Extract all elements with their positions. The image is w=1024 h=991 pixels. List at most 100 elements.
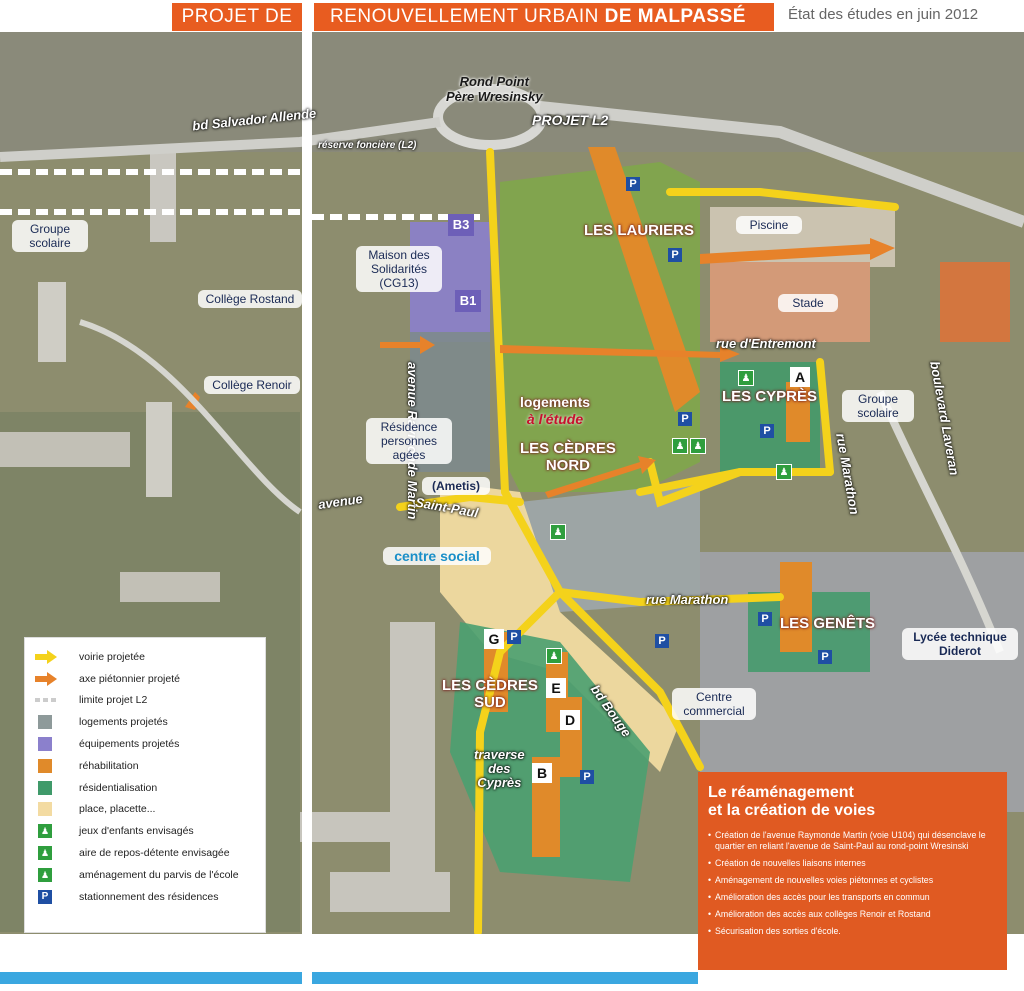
maison-solidarites-label: Maison des Solidarités (CG13) xyxy=(356,246,442,292)
parking-icon: P xyxy=(678,412,692,426)
lycee-label: Lycée technique Diderot xyxy=(902,628,1018,660)
railway-road xyxy=(539,101,1024,228)
bd-allende-road xyxy=(0,117,441,162)
college-renoir-label: Collège Renoir xyxy=(204,376,300,394)
legend-label: axe piétonnier projeté xyxy=(79,672,180,685)
traverse-line1: traverse xyxy=(474,747,525,762)
info-list: Création de l'avenue Raymonde Martin (vo… xyxy=(708,830,997,937)
orange-square-icon xyxy=(38,758,52,773)
playground-icon: ♟ xyxy=(38,824,52,839)
parking-icon: P xyxy=(38,889,52,904)
traverse-label: traverse des Cyprès xyxy=(474,748,525,790)
road-raymonde xyxy=(486,148,704,771)
info-bullet: Création de nouvelles liaisons internes xyxy=(708,858,997,869)
title-normal: RENOUVELLEMENT URBAIN xyxy=(330,6,605,27)
rond-point-label: Rond Point Père Wresinsky xyxy=(446,74,543,104)
building-d-letter: D xyxy=(560,710,580,730)
centre-social-label: centre social xyxy=(383,547,491,565)
legend-item: réhabilitation xyxy=(35,755,255,777)
building-g-letter: G xyxy=(484,629,504,649)
legend: voirie projetée axe piétonnier projeté l… xyxy=(24,637,266,933)
college-rostand-label: Collège Rostand xyxy=(198,290,302,308)
rest-area-icon: ♟ xyxy=(38,846,52,861)
zone-cypres: LES CYPRÈS xyxy=(722,388,818,405)
road-traverse xyxy=(474,588,564,934)
b3-badge: B3 xyxy=(448,214,474,236)
school-forecourt-icon: ♟ xyxy=(776,464,792,480)
legend-label: jeux d'enfants envisagés xyxy=(79,825,194,838)
legend-label: aire de repos-détente envisagée xyxy=(79,847,230,860)
a-etude-line: à l'étude xyxy=(526,411,584,427)
road-loop xyxy=(646,458,744,508)
info-title-line2: et la création de voies xyxy=(708,802,876,819)
residence-label: Résidence personnes agées xyxy=(366,418,452,464)
title-part-1: PROJET DE xyxy=(172,3,302,31)
projet-l2-label: PROJET L2 xyxy=(532,112,609,128)
legend-label: limite projet L2 xyxy=(79,694,148,707)
ametis-label: (Ametis) xyxy=(422,477,490,495)
aerial-building xyxy=(38,282,66,362)
yellow-arrow-icon xyxy=(35,649,57,664)
zone-cedres-sud: LES CÈDRES SUD xyxy=(442,677,538,711)
project-map: Rond Point Père Wresinsky PROJET L2 bd S… xyxy=(0,32,1024,934)
rond-point-line1: Rond Point xyxy=(459,74,529,89)
title-part-2: RENOUVELLEMENT URBAIN DE MALPASSÉ xyxy=(314,3,774,31)
parking-icon: P xyxy=(668,248,682,262)
aerial-building xyxy=(940,262,1010,342)
legend-label: stationnement des résidences xyxy=(79,890,219,903)
building-d xyxy=(560,697,582,777)
legend-item: résidentialisation xyxy=(35,777,255,799)
rue-marathon-horizontal-label: rue Marathon xyxy=(646,592,729,607)
zone-cedres-sud-line1: LES CÈDRES xyxy=(442,677,538,694)
road-entremont-end xyxy=(816,358,834,476)
purple-square-icon xyxy=(38,737,52,752)
projected-roads xyxy=(396,148,899,934)
zone-cedres-nord: LES CÈDRES NORD xyxy=(520,440,616,474)
groupe-scolaire-left-label: Groupe scolaire xyxy=(12,220,88,252)
legend-label: résidentialisation xyxy=(79,781,158,794)
parking-icon: P xyxy=(760,424,774,438)
legend-item: axe piétonnier projeté xyxy=(35,668,255,690)
legend-item: ♟ jeux d'enfants envisagés xyxy=(35,820,255,842)
road-marathon-south xyxy=(556,588,784,607)
housing-zone xyxy=(520,482,700,612)
parking-icon: P xyxy=(655,634,669,648)
building-lauriers xyxy=(588,147,700,412)
info-bullet: Amélioration des accès aux collèges Reno… xyxy=(708,909,997,920)
info-title-line1: Le réaménagement xyxy=(708,784,854,801)
info-title: Le réaménagement et la création de voies xyxy=(708,784,997,820)
map-drawing xyxy=(0,32,1024,934)
rond-point-line2: Père Wresinsky xyxy=(446,89,543,104)
b1-badge: B1 xyxy=(455,290,481,312)
legend-item: place, placette... xyxy=(35,799,255,821)
aerial-building xyxy=(150,152,176,242)
road-saint-paul xyxy=(396,492,524,511)
zone-genets: LES GENÊTS xyxy=(780,615,876,632)
study-status: État des études en juin 2012 xyxy=(788,6,979,23)
info-bullet: Création de l'avenue Raymonde Martin (vo… xyxy=(708,830,997,852)
green-square-icon xyxy=(38,780,52,795)
legend-item: ♟ aménagement du parvis de l'école xyxy=(35,864,255,886)
rue-entremont-label: rue d'Entremont xyxy=(716,336,816,351)
building-a xyxy=(786,382,810,442)
avenue-saint-paul-west xyxy=(79,319,302,515)
title-bold: DE MALPASSÉ xyxy=(604,6,746,27)
building-e-letter: E xyxy=(546,678,566,698)
parking-icon: P xyxy=(626,177,640,191)
playground-icon: ♟ xyxy=(738,370,754,386)
boulevard-laveran-road xyxy=(876,390,1004,654)
info-bullet: Sécurisation des sorties d'école. xyxy=(708,926,997,937)
orange-arrow-icon xyxy=(35,671,57,686)
legend-label: réhabilitation xyxy=(79,759,139,772)
zone-lauriers: LES LAURIERS xyxy=(584,222,695,239)
grey-square-icon xyxy=(38,715,52,730)
legend-label: équipements projetés xyxy=(79,738,180,751)
legend-item: limite projet L2 xyxy=(35,690,255,712)
zone-cedres-sud-line2: SUD xyxy=(474,694,506,711)
logements-line: logements xyxy=(520,394,591,410)
parking-icon: P xyxy=(580,770,594,784)
info-bullet: Amélioration des accès pour les transpor… xyxy=(708,892,997,903)
traverse-line2: des xyxy=(488,761,511,776)
legend-label: logements projetés xyxy=(79,716,168,729)
aerial-building xyxy=(300,812,390,842)
